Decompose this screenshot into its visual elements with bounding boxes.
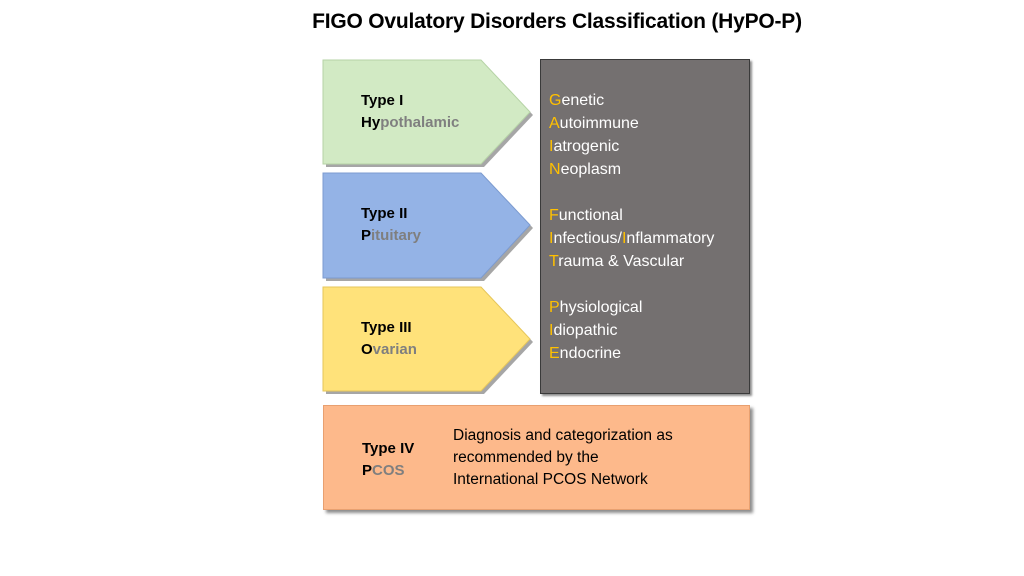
type-1-arrow-shape xyxy=(322,59,533,167)
etiology-item: Trauma & Vascular xyxy=(549,253,685,270)
description-line: Diagnosis and categorization as xyxy=(453,427,673,444)
etiology-item: Functional xyxy=(549,207,623,224)
etiology-item: Neoplasm xyxy=(549,161,622,178)
etiology-item: Iatrogenic xyxy=(549,138,620,155)
etiology-item: Genetic xyxy=(549,92,605,109)
etiology-group-pie: Physiological Idiopathic Endocrine xyxy=(549,296,642,365)
type-3-name: Ovarian xyxy=(361,341,417,358)
description-line: International PCOS Network xyxy=(453,471,648,488)
etiology-group-fit: Functional Infectious/Inflammatory Traum… xyxy=(549,204,714,273)
type-3-label: Type III xyxy=(361,319,412,336)
type-1-label: Type I xyxy=(361,92,404,109)
type-4-box: Type IV PCOS Diagnosis and categorizatio… xyxy=(323,405,750,510)
etiology-item: Physiological xyxy=(549,299,643,316)
type-4-description: Diagnosis and categorization as recommen… xyxy=(453,425,743,491)
type-1-arrow: Type I Hypothalamic xyxy=(322,59,533,167)
diagram-title: FIGO Ovulatory Disorders Classification … xyxy=(312,10,802,33)
type-1-name: Hypothalamic xyxy=(361,114,460,131)
etiology-item: Idiopathic xyxy=(549,322,618,339)
etiology-item: Autoimmune xyxy=(549,115,639,132)
description-line: recommended by the xyxy=(453,449,599,466)
type-3-arrow: Type III Ovarian xyxy=(322,286,533,394)
etiology-item: Infectious/Inflammatory xyxy=(549,230,715,247)
type-3-arrow-shape xyxy=(322,286,533,394)
type-2-name: Pituitary xyxy=(361,227,422,244)
etiology-group-gain: Genetic Autoimmune Iatrogenic Neoplasm xyxy=(549,89,639,181)
type-2-arrow-shape xyxy=(322,172,533,281)
type-2-label: Type II xyxy=(361,205,408,222)
etiology-item: Endocrine xyxy=(549,345,622,362)
etiology-box: Genetic Autoimmune Iatrogenic Neoplasm F… xyxy=(540,59,750,394)
type-4-name: PCOS xyxy=(362,462,405,479)
type-4-label: Type IV xyxy=(362,440,415,457)
type-2-arrow: Type II Pituitary xyxy=(322,172,533,281)
